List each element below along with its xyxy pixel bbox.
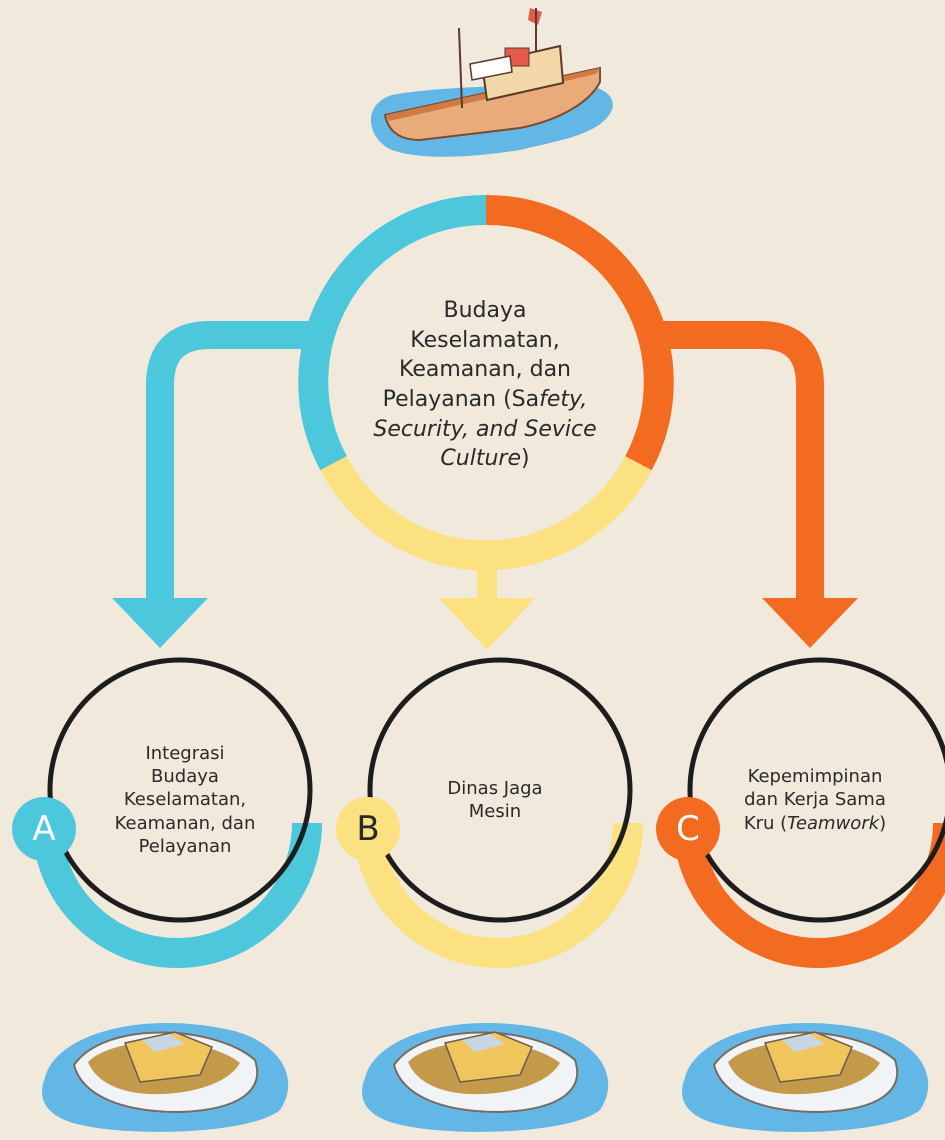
badge-c-label: C xyxy=(676,809,700,849)
node-a-ring xyxy=(47,657,313,923)
node-c-line-text: Kru ( xyxy=(743,812,788,834)
main-line-4: Pelayanan (Safety, xyxy=(373,385,596,415)
ship-icon xyxy=(370,8,613,157)
node-b-ring xyxy=(367,657,633,923)
main-node-text: Budaya Keselamatan, Keamanan, dan Pelaya… xyxy=(360,285,610,485)
node-a-line: Budaya xyxy=(151,765,219,787)
node-a-text: Integrasi Budaya Keselamatan, Keamanan, … xyxy=(70,720,300,880)
node-c-line: Kepemimpinan xyxy=(747,765,883,787)
main-line-italic: Culture xyxy=(440,446,521,472)
main-line-italic: Security, and Sevice xyxy=(373,416,597,442)
node-a-badge xyxy=(12,797,76,861)
badge-b-label: B xyxy=(356,809,380,849)
node-b-line: Mesin xyxy=(468,801,522,822)
node-a-line: Pelayanan xyxy=(138,836,232,858)
node-c-ring xyxy=(687,657,945,923)
main-line-6: Culture) xyxy=(373,444,596,474)
main-line-text: ) xyxy=(520,446,530,472)
node-c-line-text: ) xyxy=(879,812,887,834)
main-line-italic: fety, xyxy=(539,387,588,412)
main-line-3: Keamanan, dan xyxy=(373,355,596,385)
node-c-line-italic: Teamwork xyxy=(787,812,880,834)
boat-icon xyxy=(41,1023,289,1132)
node-a-line: Keamanan, dan xyxy=(114,812,256,834)
boat-icon xyxy=(681,1023,929,1132)
node-b-line: Dinas Jaga xyxy=(447,777,543,799)
main-line-text: Keselamatan, xyxy=(410,327,560,353)
node-c-text: Kepemimpinan dan Kerja Sama Kru (Teamwor… xyxy=(700,720,930,880)
node-a-line: Integrasi xyxy=(145,742,225,764)
node-c-line: dan Kerja Sama xyxy=(744,789,886,811)
main-line-5: Security, and Sevice xyxy=(373,415,596,445)
node-b-badge xyxy=(336,797,400,861)
main-line-text: Budaya xyxy=(443,297,527,323)
node-c-badge xyxy=(656,797,720,861)
main-line-text: Pelayanan (Sa xyxy=(382,387,540,412)
main-line-text: Keamanan, dan xyxy=(398,357,571,383)
main-line-1: Budaya xyxy=(373,296,596,326)
boat-icon xyxy=(361,1023,609,1132)
badge-a-label: A xyxy=(32,809,56,849)
node-c-line-3: Kru (Teamwork) xyxy=(744,812,886,835)
main-line-2: Keselamatan, xyxy=(373,326,596,356)
node-b-text: Dinas Jaga Mesin xyxy=(380,720,610,880)
node-a-line: Keselamatan, xyxy=(123,789,247,811)
